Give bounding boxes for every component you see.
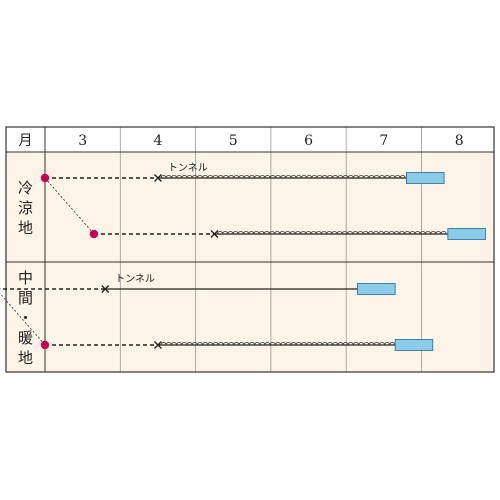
tunnel-scallops [160,175,406,179]
transplant-mark [153,341,162,349]
region-label-char: 暖 [18,329,33,347]
region-row-bg-0 [6,152,494,262]
region-row-bg-1 [6,262,494,372]
month-header-4: 4 [153,133,162,149]
month-header-8: 8 [455,133,464,149]
tunnel-label: トンネル [168,162,208,174]
transplant-mark [101,285,110,293]
table-border [5,126,495,373]
region-label-char: 冷 [18,179,33,197]
region-label-char: 地 [18,219,33,237]
schedule-line-1-0: トンネル [0,273,396,295]
month-header-7: 7 [379,133,388,149]
header-row-bg [6,127,494,152]
region-label-1: 中間・暖地 [18,269,33,367]
harvest-period-box [406,172,445,184]
tunnel-label: トンネル [115,273,155,285]
tunnel-scallops [217,231,447,235]
region-label-0: 冷涼地 [18,179,33,237]
region-label-char: 地 [18,349,33,367]
sowing-dot [40,340,50,350]
month-header-3: 3 [78,133,87,149]
harvest-period-box [357,283,396,295]
transplant-mark [153,174,162,182]
region-label-char: 涼 [18,199,33,217]
sowing-dot [89,229,99,239]
harvest-period-box [447,228,486,240]
sowing-connector-0 [44,177,95,235]
transplant-mark [210,230,219,238]
region-label-char: 間 [18,289,33,307]
schedule-line-0-0: トンネル [40,162,445,184]
schedule-line-1-1 [40,339,434,351]
region-label-char: 中 [18,269,33,287]
region-label-char: ・ [18,309,33,327]
schedule-line-0-1 [89,228,486,240]
sowing-connector-1 [0,292,46,346]
month-header-6: 6 [304,133,313,149]
month-header-5: 5 [229,133,238,149]
harvest-period-box [394,339,434,351]
corner-label: 月 [19,133,33,149]
tunnel-scallops [160,342,396,346]
